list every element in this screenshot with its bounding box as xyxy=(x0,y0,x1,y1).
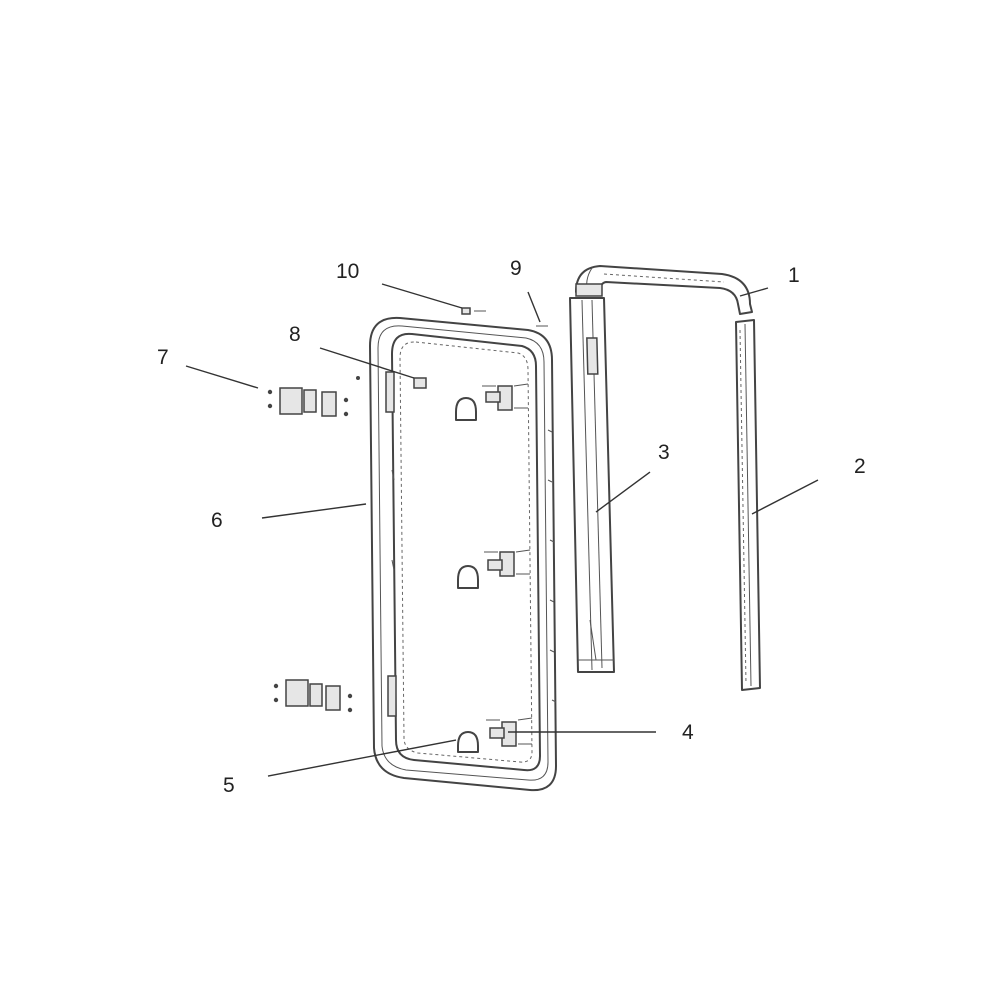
callout-9: 9 xyxy=(510,257,522,280)
part-8-bracket xyxy=(413,377,427,389)
callout-8: 8 xyxy=(289,323,301,346)
leader-lines xyxy=(185,283,819,777)
part-4-latch-assembly-bottom xyxy=(457,717,533,753)
callout-2: 2 xyxy=(854,455,866,478)
part-3-left-channel xyxy=(569,297,615,673)
callout-3: 3 xyxy=(658,441,670,464)
callout-6: 6 xyxy=(211,509,223,532)
callout-5: 5 xyxy=(223,774,235,797)
callout-10: 10 xyxy=(336,260,359,283)
door-frame-assembly xyxy=(369,316,557,792)
part-2-right-strip xyxy=(735,319,761,691)
hinge-set-bottom xyxy=(273,679,353,713)
latch-assembly-top xyxy=(455,383,529,421)
callout-4: 4 xyxy=(682,721,694,744)
part-1-top-trim xyxy=(575,265,753,315)
part-10-fastener xyxy=(461,307,486,315)
part-6-outer-frame xyxy=(369,316,557,792)
callout-1: 1 xyxy=(788,264,800,287)
part-5-inner-seal xyxy=(391,332,541,772)
callout-7: 7 xyxy=(157,346,169,369)
part-7-hinge-set-top xyxy=(267,376,360,417)
latch-assembly-middle xyxy=(457,549,531,589)
